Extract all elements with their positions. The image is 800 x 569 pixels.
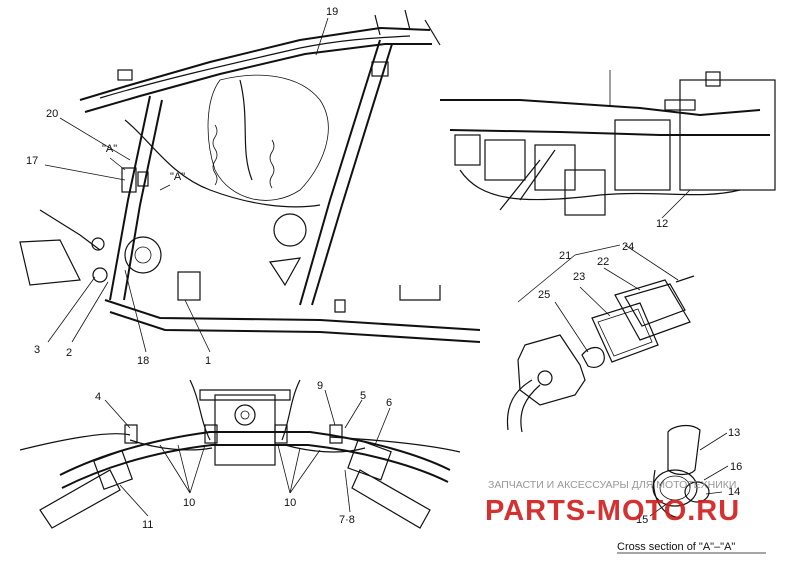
callout-12: 12 xyxy=(656,218,668,230)
callout-leaders-handlebar xyxy=(104,389,391,517)
callout-13: 13 xyxy=(728,427,740,439)
cross-section-aa xyxy=(649,424,729,519)
callout-14: 14 xyxy=(728,486,740,498)
callout-2: 2 xyxy=(66,347,72,359)
callout-17: 17 xyxy=(26,155,38,167)
callout-24: 24 xyxy=(622,241,634,253)
callout-5: 5 xyxy=(360,390,366,402)
callout-3: 3 xyxy=(34,344,40,356)
callout-leaders-frame xyxy=(44,17,329,353)
tail-lamp-exploded xyxy=(506,244,695,433)
callout-labels: 19 20 17 3 2 18 1 12 21 24 22 23 25 4 9 … xyxy=(26,6,742,531)
callout-23: 23 xyxy=(573,271,585,283)
callout-1: 1 xyxy=(205,355,211,367)
rear-electrical-assembly xyxy=(440,70,776,216)
handlebar-assembly xyxy=(19,379,461,529)
callout-25: 25 xyxy=(538,289,550,301)
watermark-brand: PARTS-MOTO.RU xyxy=(485,495,740,527)
callout-15: 15 xyxy=(636,514,648,526)
callout-10-left: 10 xyxy=(183,497,195,509)
section-marker-a-left: "A" xyxy=(102,143,117,155)
cross-section-caption: Cross section of "A"–"A" xyxy=(617,541,735,553)
callout-16: 16 xyxy=(730,461,742,473)
callout-11: 11 xyxy=(142,519,153,531)
watermark: ЗАПЧАСТИ И АКСЕССУАРЫ ДЛЯ МОТОТЕХНИКИ PA… xyxy=(485,479,740,527)
section-marker-a-right: "A" xyxy=(170,171,185,183)
watermark-tagline: ЗАПЧАСТИ И АКСЕССУАРЫ ДЛЯ МОТОТЕХНИКИ xyxy=(488,479,736,491)
callout-9: 9 xyxy=(317,380,323,392)
frame-assembly xyxy=(19,9,481,343)
callout-20: 20 xyxy=(46,108,58,120)
callout-18: 18 xyxy=(137,355,149,367)
callout-6: 6 xyxy=(386,397,392,409)
callout-21: 21 xyxy=(559,250,571,262)
callout-7-8: 7·8 xyxy=(339,514,355,526)
callout-19: 19 xyxy=(326,6,338,18)
callout-10-right: 10 xyxy=(284,497,296,509)
leader-12 xyxy=(661,189,691,219)
section-markers: "A" "A" xyxy=(102,143,185,191)
callout-22: 22 xyxy=(597,256,609,268)
callout-4: 4 xyxy=(95,391,101,403)
